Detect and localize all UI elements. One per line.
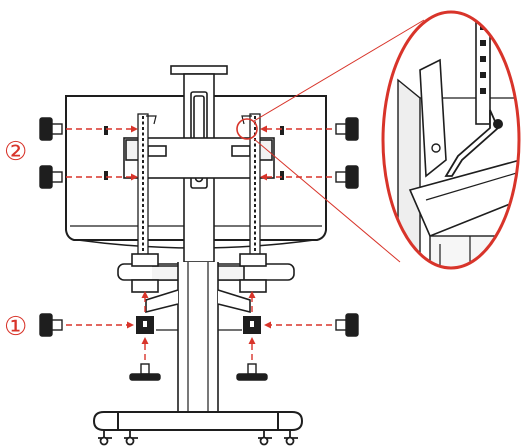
mounting-bracket	[123, 137, 275, 179]
arrow-heads-step2	[131, 125, 267, 181]
thumb-screw-icon	[39, 313, 359, 337]
zoom-detail	[383, 12, 519, 268]
caster-wheel-icon	[98, 430, 298, 446]
thumb-screw-icon	[39, 117, 359, 189]
zoom-callout-icon	[236, 19, 425, 263]
arrow-heads-step1	[127, 291, 271, 344]
stand-lower-frame	[145, 262, 251, 417]
square-nut-icon	[136, 316, 261, 334]
zoom-circle-border	[381, 10, 521, 270]
step-2-label: ②	[4, 137, 27, 167]
assembly-arrows-step2	[66, 128, 332, 178]
base-frame	[92, 411, 304, 431]
leveling-foot-icon	[129, 363, 268, 381]
spacer-icon	[104, 126, 284, 180]
step-1-label: ①	[4, 312, 27, 342]
